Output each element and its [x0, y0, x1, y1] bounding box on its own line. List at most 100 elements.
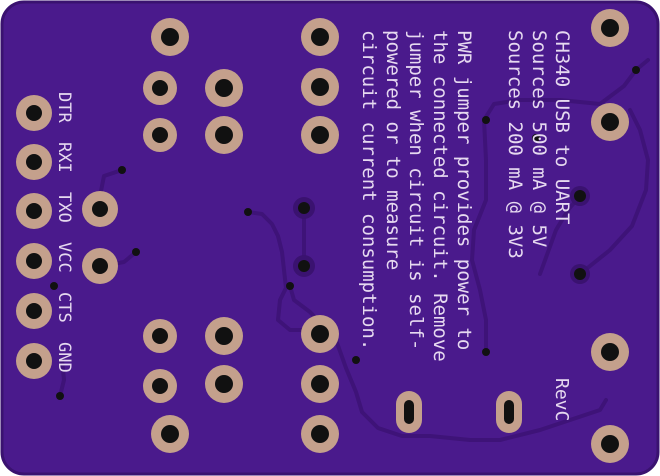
trace [98, 168, 124, 198]
through-hole-pad [143, 369, 177, 403]
pad-drill-hole [404, 400, 414, 424]
silk-note-line: jumper when circuit is self- [405, 30, 427, 350]
silk-note-line: PWR jumper provides power to [453, 30, 475, 350]
pin-label-gnd: GND [54, 342, 74, 373]
pad-drill-hole [311, 375, 329, 393]
via-hole [298, 260, 310, 272]
silk-note-line: Sources 500 mA @ 5V [528, 30, 550, 247]
through-hole-pad [301, 116, 339, 154]
via-hole [574, 190, 586, 202]
pad-drill-hole [26, 353, 42, 369]
silk-note-line: Sources 200 mA @ 3V3 [504, 30, 526, 259]
pad-drill-hole [215, 79, 233, 97]
pad-drill-hole [504, 400, 514, 424]
via-small [118, 166, 126, 174]
pad-drill-hole [601, 343, 619, 361]
via-small [632, 66, 640, 74]
through-hole-pad [143, 118, 177, 152]
through-hole-pad [16, 243, 52, 279]
through-hole-pad [16, 95, 52, 131]
via-small [532, 134, 540, 142]
pin-label-rxi: RXI [54, 142, 74, 173]
through-hole-pad [301, 315, 339, 353]
through-hole-pad [205, 69, 243, 107]
through-hole-pad [143, 71, 177, 105]
trace [246, 210, 322, 332]
pad-drill-hole [311, 28, 329, 46]
pad-drill-hole [26, 154, 42, 170]
through-hole-pad [16, 343, 52, 379]
through-hole-pad [591, 425, 629, 463]
through-hole-pad [151, 18, 189, 56]
through-hole-pad [82, 248, 118, 284]
pad-drill-hole [215, 126, 233, 144]
pad-drill-hole [26, 203, 42, 219]
via-hole [298, 202, 310, 214]
pad-drill-hole [215, 375, 233, 393]
through-hole-pad [301, 18, 339, 56]
pad-drill-hole [161, 425, 179, 443]
through-hole-pad [591, 9, 629, 47]
pad-drill-hole [311, 425, 329, 443]
silk-note-line: circuit current consumption. [358, 30, 380, 350]
through-hole-pad [205, 116, 243, 154]
through-hole-pad [16, 293, 52, 329]
pin-label-vcc: VCC [54, 242, 74, 273]
through-hole-pad [151, 415, 189, 453]
through-hole-pad [205, 365, 243, 403]
via-small [50, 282, 58, 290]
through-hole-pad [16, 193, 52, 229]
silkscreen-notes: CH340 USB to UART Sources 500 mA @ 5V So… [358, 30, 573, 362]
via-small [56, 392, 64, 400]
pad-drill-hole [152, 127, 168, 143]
through-hole-pad [143, 319, 177, 353]
through-hole-pad [301, 415, 339, 453]
trace [538, 194, 582, 276]
via-small [132, 248, 140, 256]
pad-drill-hole [311, 78, 329, 96]
pad-drill-hole [26, 253, 42, 269]
pin-label-dtr: DTR [54, 92, 74, 123]
pad-drill-hole [215, 327, 233, 345]
trace [578, 108, 650, 276]
pad-drill-hole [26, 105, 42, 121]
through-hole-pad [591, 333, 629, 371]
pad-drill-hole [311, 126, 329, 144]
via-small [352, 356, 360, 364]
through-hole-pad [301, 68, 339, 106]
pin-label-cts: CTS [54, 292, 74, 323]
pad-drill-hole [92, 201, 108, 217]
silk-note-line: the connected circuit. Remove [429, 30, 451, 362]
pad-drill-hole [152, 328, 168, 344]
silk-note-line: powered or to measure [382, 30, 404, 270]
trace [58, 358, 66, 398]
via-hole [574, 268, 586, 280]
revision-label: RevC [551, 378, 572, 421]
silkscreen-pin-labels: DTR RXI TXO VCC CTS GND [54, 92, 74, 373]
silk-note-line: CH340 USB to UART [551, 30, 573, 224]
through-hole-pad [205, 317, 243, 355]
pad-drill-hole [92, 258, 108, 274]
through-hole-pad [16, 144, 52, 180]
through-hole-pad [591, 103, 629, 141]
through-hole-pad [82, 191, 118, 227]
pad-drill-hole [601, 113, 619, 131]
pad-drill-hole [601, 19, 619, 37]
pin-label-txo: TXO [54, 192, 74, 223]
via-small [482, 116, 490, 124]
pad-drill-hole [311, 325, 329, 343]
pad-drill-hole [26, 303, 42, 319]
vias [50, 66, 640, 400]
pad-drill-hole [161, 28, 179, 46]
via-small [482, 348, 490, 356]
jumper-pad [396, 391, 422, 433]
pad-drill-hole [152, 378, 168, 394]
via-small [244, 208, 252, 216]
pads [16, 9, 629, 463]
through-hole-pad [301, 365, 339, 403]
jumper-pad [496, 391, 522, 433]
pad-drill-hole [152, 80, 168, 96]
via-small [286, 282, 294, 290]
